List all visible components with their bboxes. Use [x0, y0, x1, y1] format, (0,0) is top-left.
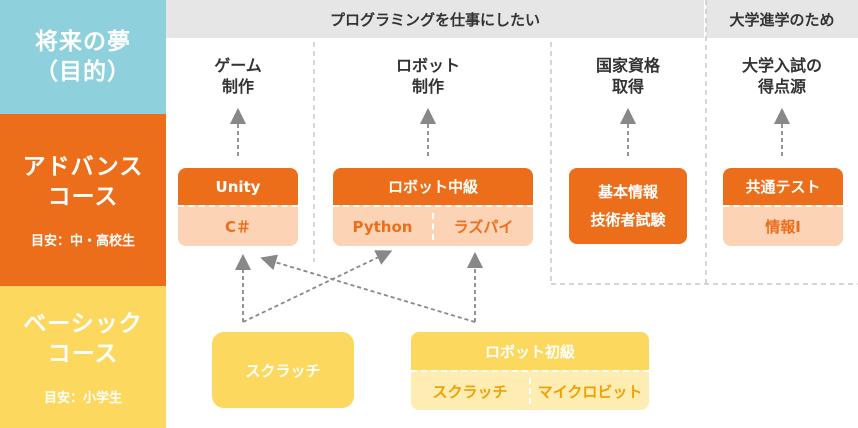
basic-note: 目安：小学生: [43, 390, 122, 406]
arrow-robotbeg-to-unity: [260, 254, 476, 323]
card-robot-beginner-title: ロボット初級: [411, 332, 649, 370]
goal-university-exam: 大学入試の 得点源: [712, 55, 852, 97]
card-unity-sub: C＃: [178, 205, 298, 246]
header-programming-job: プログラミングを仕事にしたい: [166, 0, 704, 38]
basic-label-line1: ベーシック: [23, 310, 143, 337]
goal-robot: ロボット 制作: [360, 55, 496, 97]
card-robot-mid-raspi: ラズパイ: [453, 218, 514, 236]
card-kyotsu-sub: 情報Ⅰ: [723, 205, 843, 246]
advanced-note: 目安：中・高校生: [30, 233, 135, 249]
card-kihon-line2: 技術者試験: [590, 211, 666, 229]
advanced-label-line1: アドバンス: [22, 153, 144, 180]
goal-university-exam-line2: 得点源: [757, 77, 806, 96]
card-robot-mid-title: ロボット中級: [333, 168, 533, 205]
row-label-goal: 将来の夢 （目的）: [0, 0, 166, 114]
advanced-label-line2: コース: [47, 183, 119, 210]
goal-national-cert: 国家資格 取得: [560, 55, 696, 97]
card-robot-beginner-scratch: スクラッチ: [432, 382, 508, 401]
goal-game: ゲーム 制作: [170, 55, 306, 97]
goal-university-exam-line1: 大学入試の: [741, 56, 822, 75]
card-robot-beginner-divider: [529, 377, 531, 405]
card-robot-mid-sub: Python ラズパイ: [333, 205, 533, 246]
header-university: 大学進学のため: [706, 0, 858, 38]
card-robot-beginner: ロボット初級 スクラッチ マイクロビット: [411, 332, 649, 410]
row-label-advanced: アドバンス コース 目安：中・高校生: [0, 114, 166, 286]
basic-label-line2: コース: [47, 340, 119, 367]
card-kihon: 基本情報 技術者試験: [569, 168, 687, 244]
card-kyotsu-title: 共通テスト: [723, 168, 843, 205]
card-robot-mid-divider: [432, 212, 434, 241]
card-robot-beginner-microbit: マイクロビット: [537, 382, 643, 401]
goal-label-line1: 将来の夢: [35, 29, 131, 55]
goal-robot-line2: 制作: [411, 77, 444, 96]
goal-robot-line1: ロボット: [395, 56, 460, 75]
goal-label-line2: （目的）: [35, 59, 131, 85]
card-unity: Unity C＃: [178, 168, 298, 246]
card-robot-beginner-sub: スクラッチ マイクロビット: [411, 370, 649, 410]
goal-national-cert-line1: 国家資格: [595, 56, 660, 75]
goal-game-line2: 制作: [221, 77, 254, 96]
row-label-basic: ベーシック コース 目安：小学生: [0, 286, 166, 428]
card-robot-mid: ロボット中級 Python ラズパイ: [333, 168, 533, 246]
card-kihon-line1: 基本情報: [597, 183, 658, 201]
card-kyotsu: 共通テスト 情報Ⅰ: [723, 168, 843, 246]
card-unity-title: Unity: [178, 168, 298, 205]
goal-game-line1: ゲーム: [214, 56, 262, 75]
card-scratch: スクラッチ: [212, 332, 354, 408]
card-robot-mid-python: Python: [352, 217, 413, 236]
goal-national-cert-line2: 取得: [611, 77, 644, 96]
arrow-scratch-to-robotmid: [242, 250, 393, 323]
